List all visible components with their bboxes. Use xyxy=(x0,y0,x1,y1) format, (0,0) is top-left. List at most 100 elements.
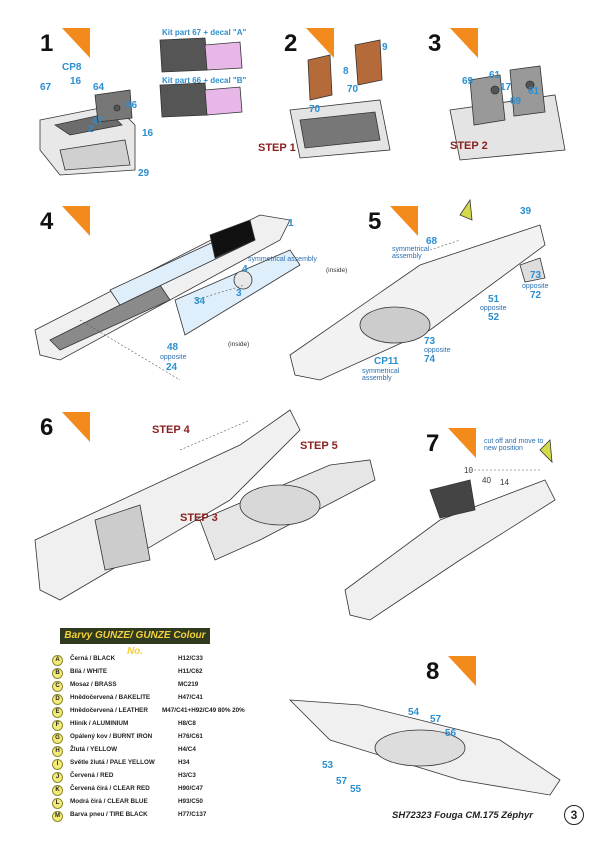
step6-fuselage-drawing xyxy=(34,409,376,601)
colour-badge: M xyxy=(52,811,63,822)
part-label: 34 xyxy=(194,296,206,307)
colour-badge: F xyxy=(52,720,63,731)
part-label: 2 xyxy=(88,124,94,135)
part-label: 64 xyxy=(93,82,105,93)
part-label: 70 xyxy=(347,84,359,95)
step-ref: STEP 1 xyxy=(258,142,296,154)
step-ref: STEP 4 xyxy=(152,424,190,436)
part-label: 24 xyxy=(166,362,178,373)
part-label: 66 xyxy=(126,100,138,111)
part-label: 72 xyxy=(530,290,542,301)
part-label: 57 xyxy=(430,714,442,725)
step2-seats-drawing xyxy=(289,39,391,159)
part-label: 14 xyxy=(500,478,509,487)
step-number-8: 8 xyxy=(420,656,476,688)
step-number-6: 6 xyxy=(34,412,90,444)
part-label: 1 xyxy=(288,218,294,229)
symmetrical-note: symmetrical assembly xyxy=(248,256,317,263)
part-label: 51 xyxy=(488,294,500,305)
colour-badge: B xyxy=(52,668,63,679)
step-number-1: 1 xyxy=(34,28,90,60)
step-corner-icon xyxy=(448,656,476,686)
part-label: 3 xyxy=(236,288,242,299)
part-label: 57 xyxy=(336,776,348,787)
colour-badge: J xyxy=(52,772,63,783)
colour-badge: E xyxy=(52,707,63,718)
step-number-3: 3 xyxy=(422,28,478,60)
step1-panels-drawing xyxy=(159,37,243,118)
part-label: 53 xyxy=(322,760,334,771)
step-corner-icon xyxy=(450,28,478,58)
part-label: 54 xyxy=(408,707,420,718)
part-label: 4 xyxy=(242,264,248,275)
part-label: 52 xyxy=(488,312,500,323)
step-corner-icon xyxy=(390,206,418,236)
part-label: 68 xyxy=(426,236,438,247)
kit-note-a: Kit part 67 + decal "A" xyxy=(162,28,247,37)
colour-badge: G xyxy=(52,733,63,744)
kit-note-b: Kit part 66 + decal "B" xyxy=(162,76,247,85)
step-corner-icon xyxy=(62,412,90,442)
step-corner-icon xyxy=(448,428,476,458)
cut-note: cut off and move to new position xyxy=(484,438,544,452)
step-number-5: 5 xyxy=(362,206,418,238)
step-corner-icon xyxy=(62,206,90,236)
step-number-4: 4 xyxy=(34,206,90,238)
step7-fuselage-drawing xyxy=(344,439,556,621)
symmetrical-note: symmetrical assembly xyxy=(392,246,430,260)
part-label: 69 xyxy=(510,96,522,107)
opposite-note: opposite xyxy=(522,283,549,290)
step-corner-icon xyxy=(306,28,334,58)
part-label: 8 xyxy=(343,66,349,77)
step-number-2: 2 xyxy=(278,28,334,60)
colour-badge: D xyxy=(52,694,63,705)
colour-badge: H xyxy=(52,746,63,757)
step1-cockpit-drawing xyxy=(39,89,136,176)
part-label: 16 xyxy=(70,76,82,87)
step3-cockpit-drawing xyxy=(449,65,566,161)
part-label: 16 xyxy=(142,128,154,139)
colour-table-title: Barvy GUNZE/ GUNZE Colour No. xyxy=(60,628,210,657)
part-label: 61 xyxy=(528,86,540,97)
part-label: 67 xyxy=(40,82,52,93)
opposite-note: opposite xyxy=(160,354,187,361)
part-label: 74 xyxy=(424,354,436,365)
symmetrical-note: symmetrical assembly xyxy=(362,368,400,382)
part-label: 55 xyxy=(350,784,362,795)
part-label: 40 xyxy=(482,476,491,485)
part-label: 17 xyxy=(500,82,512,93)
step-number-7: 7 xyxy=(420,428,476,460)
step-ref: STEP 2 xyxy=(450,140,488,152)
colour-badge: A xyxy=(52,655,63,666)
colour-badge: I xyxy=(52,759,63,770)
part-label: CP11 xyxy=(374,356,399,367)
opposite-note: opposite xyxy=(480,305,507,312)
step4-fuselage-drawing xyxy=(34,214,301,361)
part-label: 9 xyxy=(382,42,388,53)
part-label: 73 xyxy=(424,336,436,347)
inside-note: (inside) xyxy=(228,341,250,348)
colour-badge: K xyxy=(52,785,63,796)
part-label: 29 xyxy=(138,168,150,179)
page-number: 3 xyxy=(564,805,584,825)
part-label: 39 xyxy=(520,206,532,217)
colour-badge: L xyxy=(52,798,63,809)
colour-badge: C xyxy=(52,681,63,692)
inside-note: (inside) xyxy=(326,267,348,274)
part-label: 47 xyxy=(92,116,104,127)
step-ref: STEP 3 xyxy=(180,512,218,524)
step-corner-icon xyxy=(62,28,90,58)
